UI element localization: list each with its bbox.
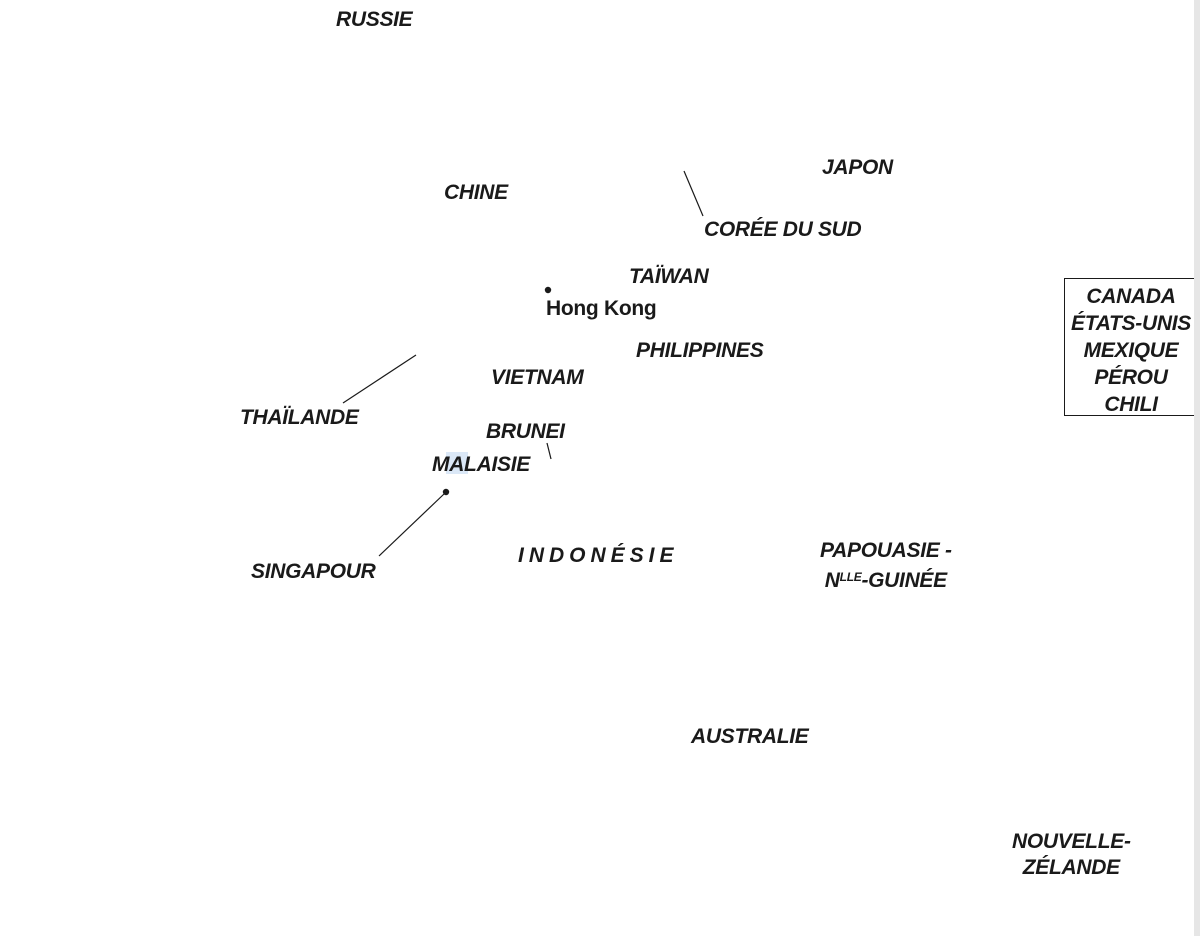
country-label-singapour: SINGAPOUR xyxy=(251,560,376,583)
country-label-papouasie: PAPOUASIE - NLLE-GUINÉE xyxy=(820,538,952,594)
nouvelle-zelande-line-2: ZÉLANDE xyxy=(1022,856,1120,879)
pacific-item-etats-unis: ÉTATS-UNIS xyxy=(1071,312,1191,335)
country-label-vietnam: VIETNAM xyxy=(491,366,584,389)
city-dot-hong-kong xyxy=(544,286,552,294)
country-label-australie: AUSTRALIE xyxy=(691,725,809,748)
country-label-thailande: THAÏLANDE xyxy=(240,406,359,429)
city-label-hong-kong: Hong Kong xyxy=(546,297,657,320)
country-label-nouvelle-zelande: NOUVELLE- ZÉLANDE xyxy=(1012,829,1131,881)
city-dot-singapour xyxy=(442,488,450,496)
pacific-item-mexique: MEXIQUE xyxy=(1083,339,1179,362)
pacific-item-canada: CANADA xyxy=(1086,285,1176,308)
papouasie-line-1: PAPOUASIE - xyxy=(820,539,952,562)
country-label-philippines: PHILIPPINES xyxy=(636,339,764,362)
country-label-malaisie: MALAISIE xyxy=(432,453,530,476)
country-label-brunei: BRUNEI xyxy=(486,420,565,443)
pacific-countries-box: CANADA ÉTATS-UNIS MEXIQUE PÉROU CHILI xyxy=(1064,278,1198,416)
country-label-russie: RUSSIE xyxy=(336,8,413,31)
page-right-edge xyxy=(1194,0,1200,936)
papouasie-line-2: NLLE-GUINÉE xyxy=(824,569,947,592)
country-label-taiwan: TAÏWAN xyxy=(629,265,709,288)
nouvelle-zelande-line-1: NOUVELLE- xyxy=(1012,830,1131,853)
country-label-chine: CHINE xyxy=(444,181,508,204)
pacific-item-chili: CHILI xyxy=(1104,393,1158,416)
pacific-item-perou: PÉROU xyxy=(1094,366,1168,389)
country-label-indonesie: INDONÉSIE xyxy=(518,544,679,567)
country-label-japon: JAPON xyxy=(822,156,893,179)
leader-line-brunei xyxy=(546,442,552,460)
country-label-coree-du-sud: CORÉE DU SUD xyxy=(704,218,862,241)
leader-line-singapour xyxy=(378,493,445,557)
leader-line-coree xyxy=(683,170,704,217)
selection-highlight xyxy=(446,452,468,474)
leader-line-thailande xyxy=(342,354,417,404)
